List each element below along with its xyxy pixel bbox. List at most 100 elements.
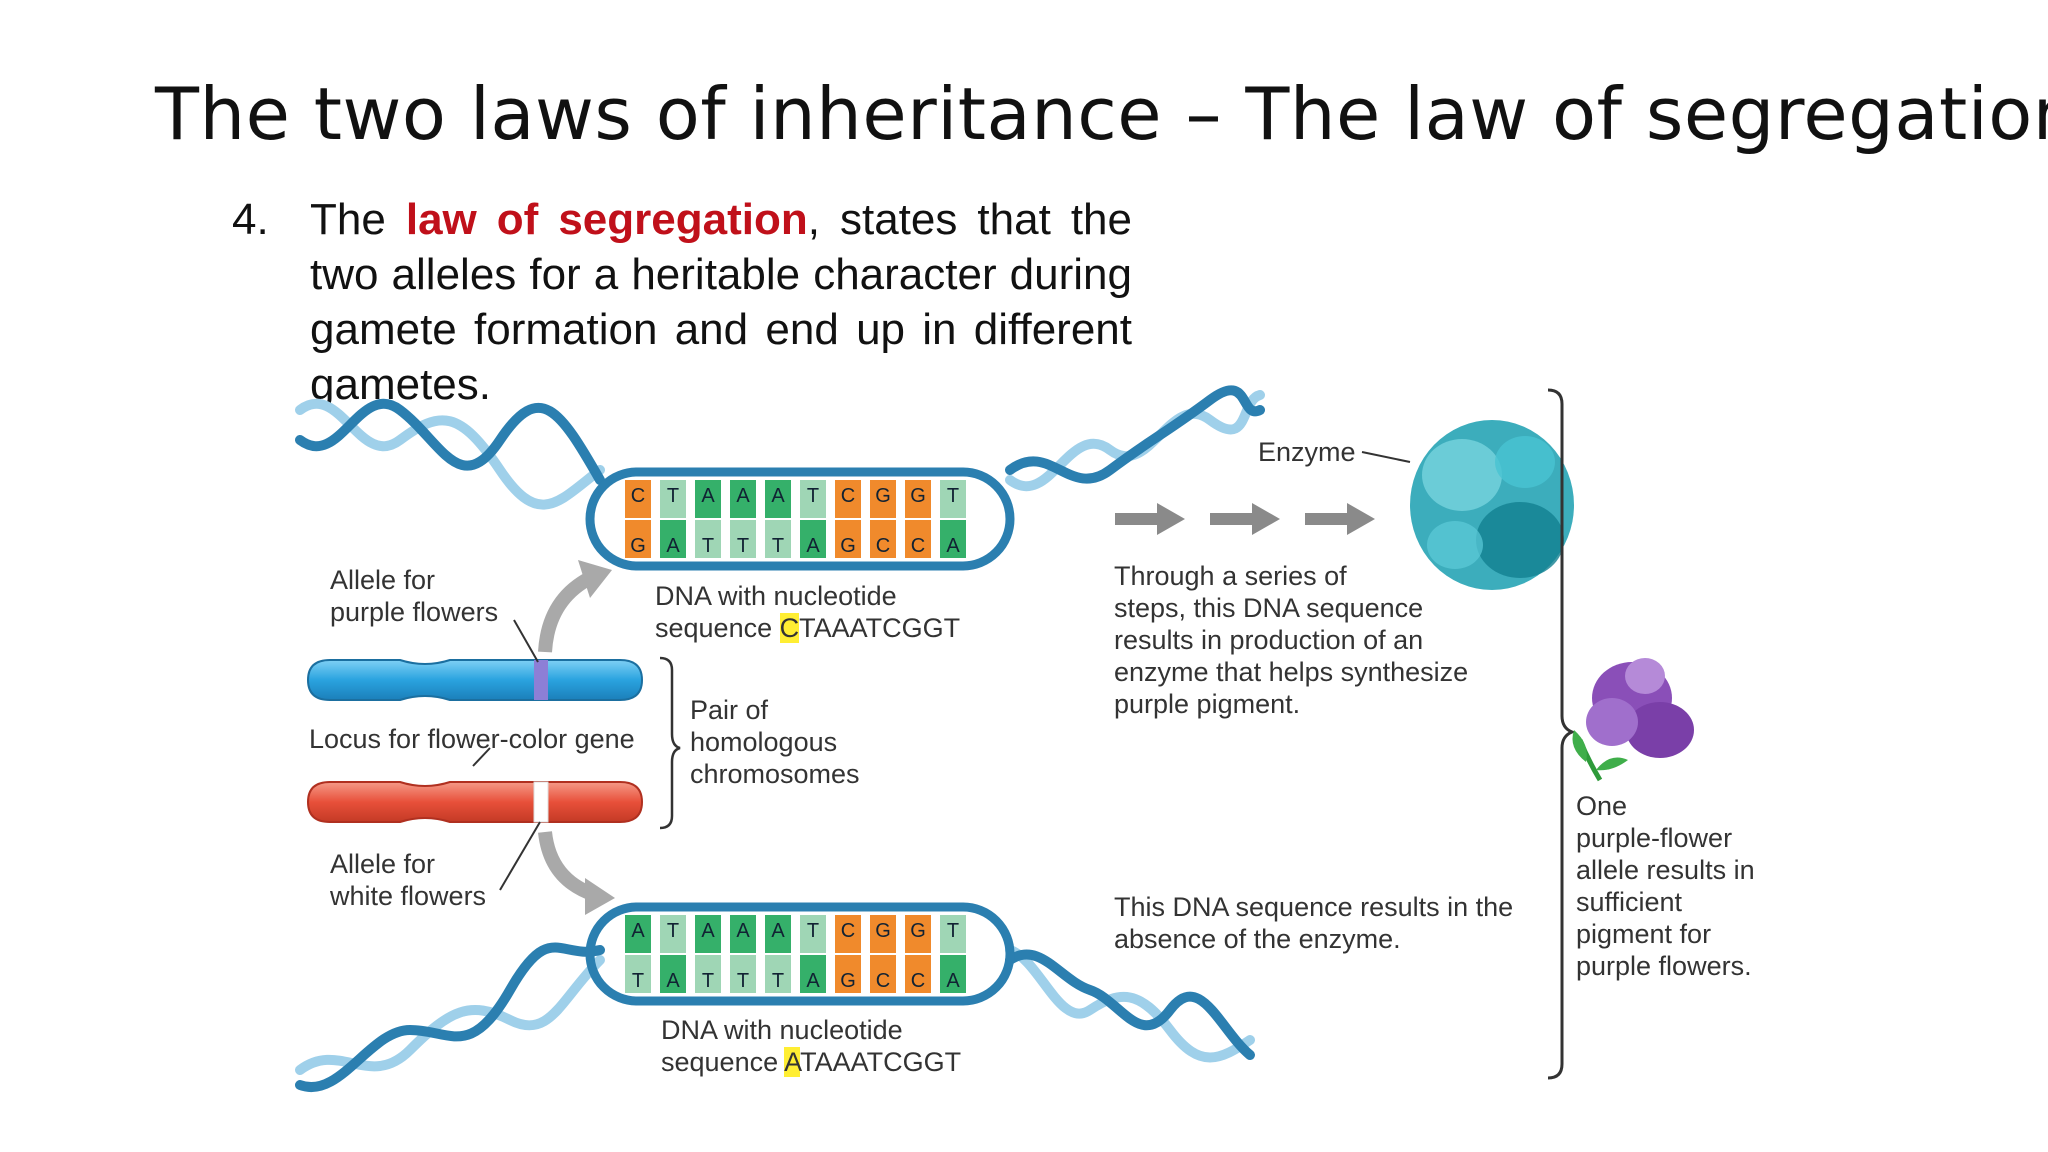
base-label-bottom: C <box>876 970 890 992</box>
base-top <box>940 480 966 518</box>
base-label-top: G <box>875 485 891 507</box>
process-arrows <box>1115 503 1375 535</box>
base-top <box>905 915 931 953</box>
base-bottom <box>765 520 791 558</box>
base-label-top: T <box>667 920 679 942</box>
homologous-bracket <box>659 656 681 830</box>
base-bottom <box>765 955 791 993</box>
absence-line: absence of the enzyme. <box>1114 924 1401 954</box>
bullet-text-pre: The <box>310 195 406 244</box>
bottom-caption-line1: DNA with nucleotide <box>661 1015 903 1045</box>
result-line: One <box>1576 791 1628 821</box>
base-bottom <box>905 955 931 993</box>
base-top <box>660 915 686 953</box>
allele-purple-line1: Allele for <box>330 565 436 595</box>
base-label-bottom: T <box>632 970 644 992</box>
result-line: allele results in <box>1576 855 1755 885</box>
base-top <box>765 480 791 518</box>
base-label-bottom: G <box>840 970 856 992</box>
top-caption-highlight: C <box>779 613 800 643</box>
base-top <box>835 480 861 518</box>
absence-description: This DNA sequence results in the absence… <box>1114 891 1513 955</box>
bottom-dna-helix <box>295 942 1255 1093</box>
base-label-bottom: A <box>666 970 680 992</box>
base-bottom <box>660 520 686 558</box>
base-label-top: A <box>631 920 645 942</box>
top-caption-suffix: TAAATCGGT <box>799 613 961 643</box>
pair-line2: homologous <box>690 727 838 757</box>
result-line: pigment for <box>1576 919 1712 949</box>
slide-title: The two laws of inheritance – The law of… <box>155 72 2048 156</box>
bullet-text-post: , states that the two alleles for a heri… <box>310 195 1132 409</box>
base-label-top: T <box>807 485 819 507</box>
white-allele-chromosome <box>306 781 644 823</box>
base-top <box>625 480 651 518</box>
steps-line: steps, this DNA sequence <box>1114 593 1424 623</box>
top-caption-line1: DNA with nucleotide <box>655 581 897 611</box>
top-dna-helix <box>295 385 1265 510</box>
base-label-top: G <box>910 485 926 507</box>
base-bottom <box>835 520 861 558</box>
result-bracket <box>1547 388 1577 1080</box>
purple-flower-icon <box>1572 658 1694 782</box>
bottom-dna-caption: DNA with nucleotide sequence ATAAATCGGT <box>661 1014 961 1078</box>
base-bottom <box>870 520 896 558</box>
base-label-top: C <box>841 485 855 507</box>
base-top <box>695 915 721 953</box>
steps-line: Through a series of <box>1114 561 1347 591</box>
base-bottom <box>695 520 721 558</box>
base-top <box>625 915 651 953</box>
result-line: purple-flower <box>1576 823 1733 853</box>
result-line: sufficient <box>1576 887 1683 917</box>
base-label-top: A <box>771 485 785 507</box>
base-label-bottom: T <box>702 535 714 557</box>
base-label-top: A <box>701 920 715 942</box>
absence-line: This DNA sequence results in the <box>1114 892 1514 922</box>
result-line: purple flowers. <box>1576 951 1752 981</box>
up-curved-arrow <box>538 571 594 653</box>
base-label-bottom: T <box>772 970 784 992</box>
base-bottom <box>835 955 861 993</box>
base-top <box>905 480 931 518</box>
allele-purple-line2: purple flowers <box>330 597 499 627</box>
base-label-bottom: A <box>806 970 820 992</box>
base-label-top: C <box>631 485 645 507</box>
top-caption-line2: sequence CTAAATCGGT <box>655 612 960 644</box>
base-label-top: G <box>910 920 926 942</box>
base-label-bottom: A <box>946 535 960 557</box>
base-bottom <box>800 955 826 993</box>
base-bottom <box>660 955 686 993</box>
base-label-top: T <box>667 485 679 507</box>
pointer-lines <box>472 451 1411 891</box>
base-label-top: T <box>807 920 819 942</box>
base-bottom <box>695 955 721 993</box>
base-label-bottom: C <box>876 535 890 557</box>
enzyme-structure <box>1410 420 1574 590</box>
base-top <box>835 915 861 953</box>
pair-line3: chromosomes <box>690 759 860 789</box>
allele-white-line1: Allele for <box>330 849 436 879</box>
homologous-pair-label: Pair of homologous chromosomes <box>690 694 860 790</box>
top-dna-box <box>585 467 1015 571</box>
bullet-text: The law of segregation, states that the … <box>310 192 1132 412</box>
bottom-dna-box <box>585 902 1015 1006</box>
base-label-top: A <box>736 920 750 942</box>
base-top <box>800 915 826 953</box>
base-bottom <box>940 955 966 993</box>
bottom-caption-prefix: sequence <box>661 1047 785 1077</box>
up-arrow-head <box>578 560 612 598</box>
purple-allele-chromosome <box>306 659 644 701</box>
allele-purple-label: Allele for purple flowers <box>330 564 498 628</box>
base-label-top: T <box>947 485 959 507</box>
base-bottom <box>800 520 826 558</box>
base-bottom <box>625 520 651 558</box>
base-bottom <box>870 955 896 993</box>
steps-line: purple pigment. <box>1114 689 1301 719</box>
bullet-highlight: law of segregation <box>405 195 808 244</box>
base-bottom <box>625 955 651 993</box>
base-label-top: A <box>736 485 750 507</box>
bottom-caption-suffix: TAAATCGGT <box>800 1047 962 1077</box>
base-top <box>765 915 791 953</box>
